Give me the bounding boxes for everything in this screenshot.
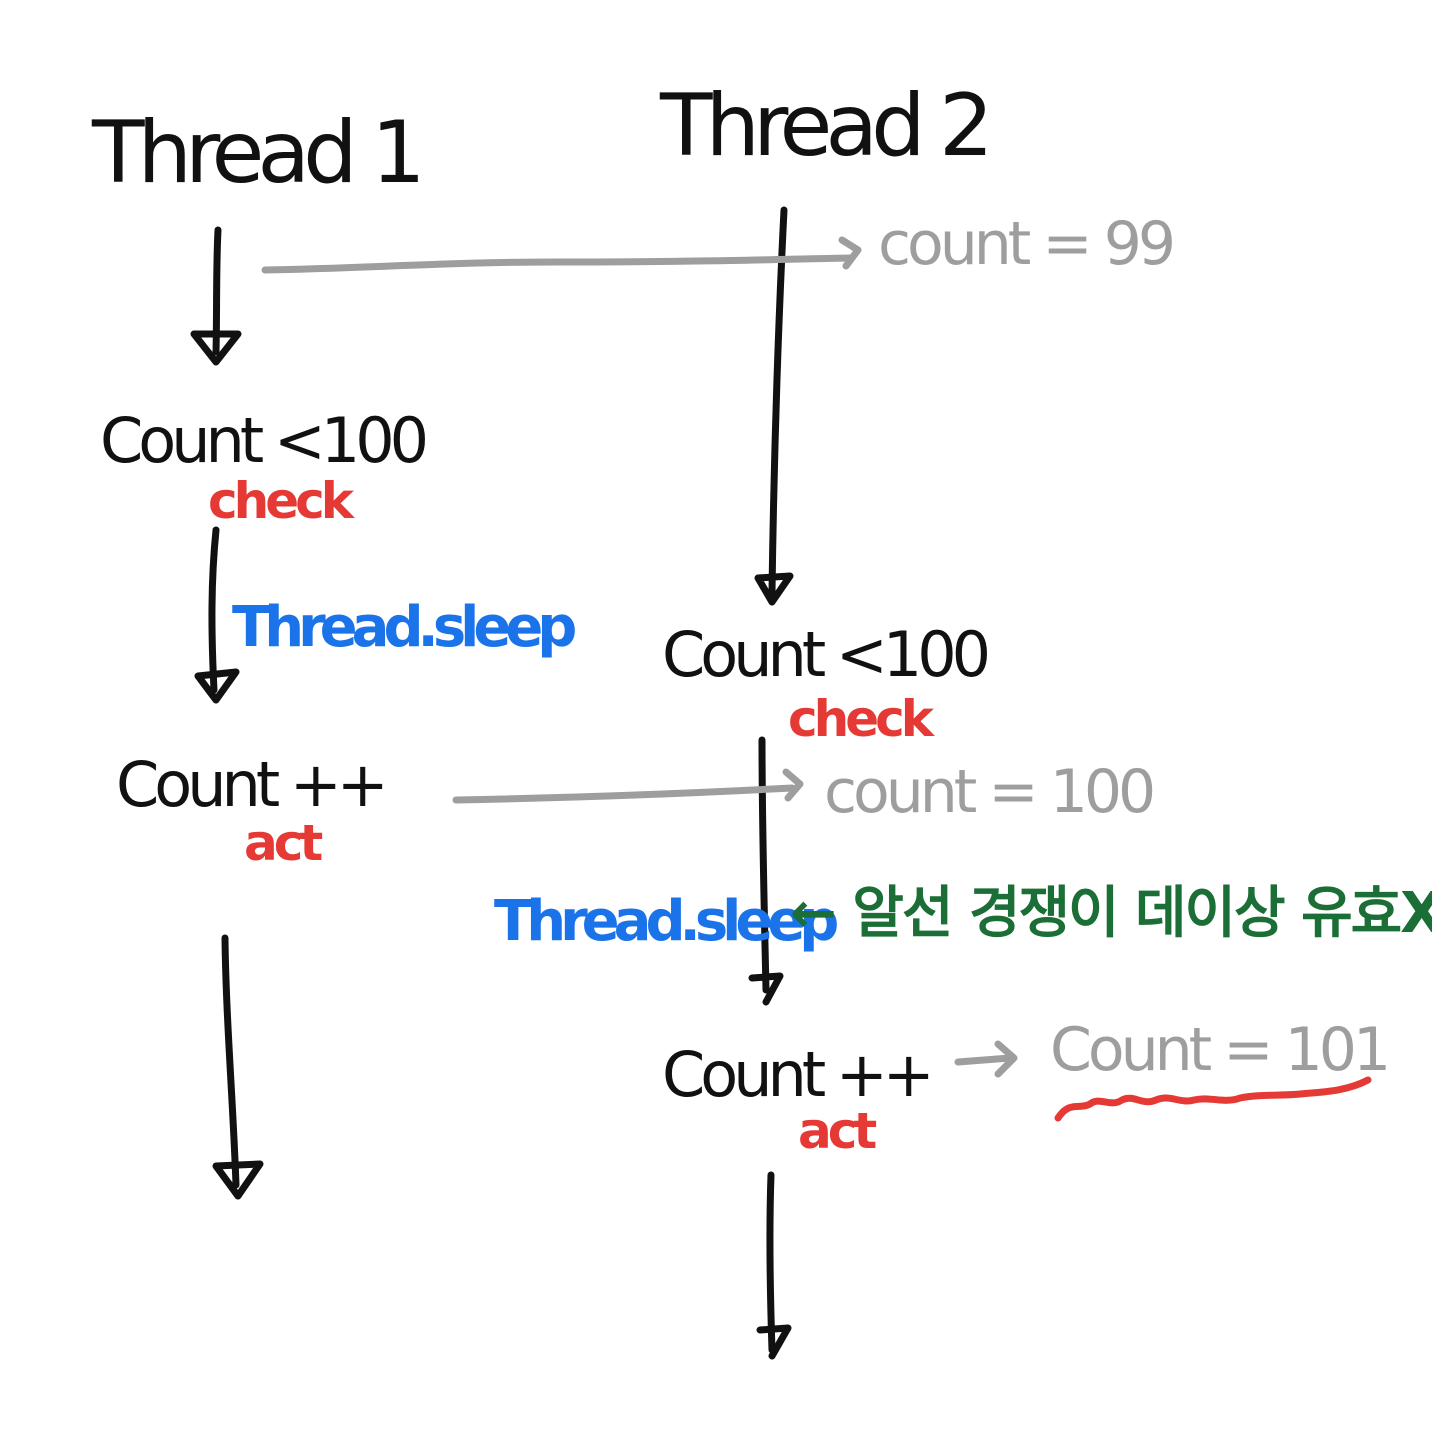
thread2-check-tag: check: [788, 690, 936, 748]
thread1-act-statement: Count ++: [116, 748, 384, 821]
thread1-sleep-label: Thread.sleep: [232, 595, 575, 660]
thread2-act-statement: Count ++: [662, 1038, 930, 1111]
thread2-arrow-1: [754, 206, 794, 606]
thread2-act-tag: act: [798, 1102, 876, 1160]
thread1-arrow-3: [212, 934, 264, 1200]
precondition-invalid-comment: ← 알선 경쟁이 데이상 유효X: [790, 881, 1432, 946]
thread2-title: Thread 2: [659, 76, 987, 176]
thread1-arrow-2: [194, 526, 240, 704]
thread1-check-statement: Count <100: [100, 404, 426, 477]
shared-state-connector-3: [954, 1040, 1018, 1078]
thread2-arrow-3: [756, 1171, 792, 1360]
count-101-note: Count = 101: [1050, 1015, 1387, 1085]
shared-state-connector-2: [452, 768, 804, 804]
thread2-arrow-2: [748, 736, 784, 1006]
thread2-check-statement: Count <100: [662, 618, 988, 691]
count-100-note: count = 100: [824, 757, 1153, 827]
thread1-title: Thread 1: [91, 103, 419, 203]
error-underline: [1054, 1076, 1372, 1122]
thread1-arrow-1: [190, 226, 242, 366]
thread1-check-tag: check: [208, 472, 356, 530]
count-99-note: count = 99: [878, 209, 1172, 279]
shared-state-connector-1: [261, 236, 862, 274]
thread1-act-tag: act: [244, 814, 322, 872]
thread2-sleep-label: Thread.sleep: [494, 889, 837, 954]
